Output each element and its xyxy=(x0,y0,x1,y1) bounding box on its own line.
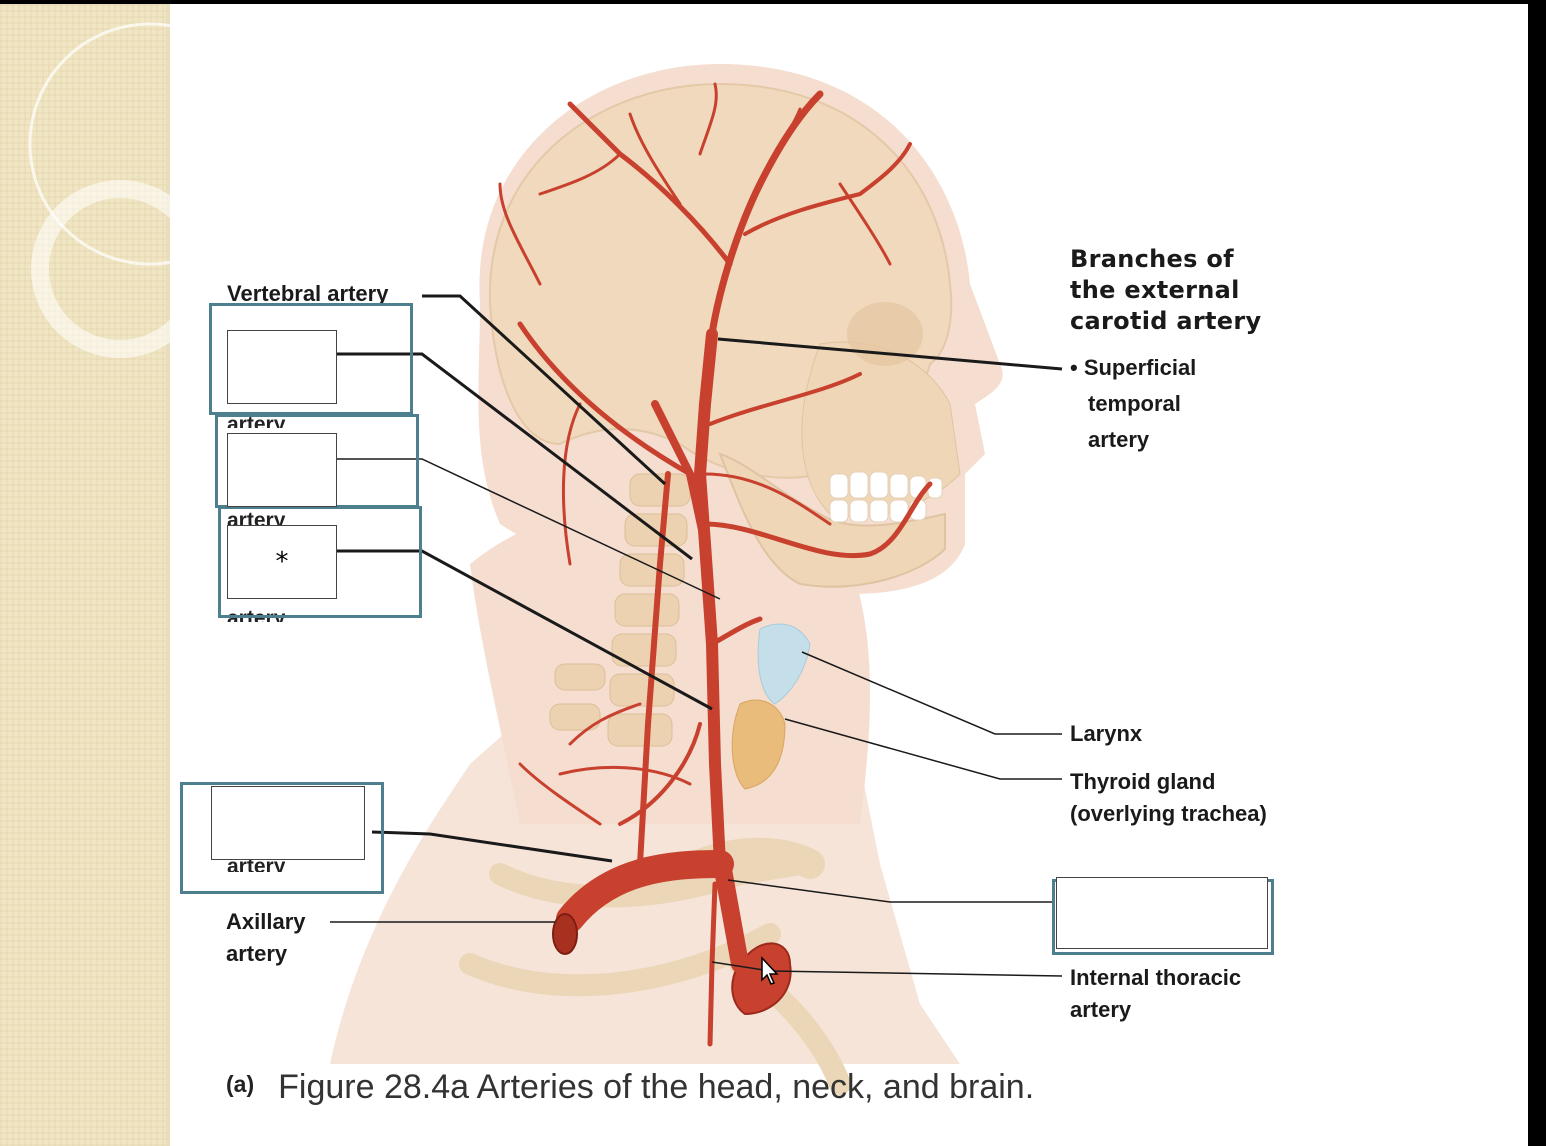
vertebral-artery-label: Vertebral artery xyxy=(227,281,389,306)
leader-lines xyxy=(330,294,1063,977)
axillary-cut-end xyxy=(552,913,578,955)
cervical-spine xyxy=(549,473,691,747)
answer-box-4[interactable] xyxy=(211,786,365,860)
hidden-fragment-2: artery xyxy=(227,510,286,528)
superficial-line-2: temporal xyxy=(1088,391,1181,416)
decorative-rings xyxy=(28,22,272,358)
caption-text: Figure 28.4a Arteries of the head, neck,… xyxy=(278,1068,1035,1106)
superficial-line-3: artery xyxy=(1088,427,1150,452)
larynx-label: Larynx xyxy=(1070,721,1143,746)
superficial-line-1: • Superficial xyxy=(1070,355,1197,380)
thyroid-line-2: (overlying trachea) xyxy=(1070,801,1267,826)
axillary-artery-label: Axillary artery xyxy=(226,906,306,970)
axillary-line-2: artery xyxy=(226,941,288,966)
internal-thoracic-line-1: Internal thoracic xyxy=(1070,965,1242,990)
external-carotid-heading: Branches of the external carotid artery xyxy=(1070,244,1261,337)
figure-caption: (a) Figure 28.4a Arteries of the head, ne… xyxy=(226,1068,1034,1107)
larynx-cartilage xyxy=(757,623,811,705)
thyroid-gland xyxy=(731,699,786,790)
anatomy-illustration xyxy=(28,22,1063,1095)
caption-part-label: (a) xyxy=(226,1071,255,1097)
teeth xyxy=(829,471,943,523)
internal-thoracic-line-2: artery xyxy=(1070,997,1132,1022)
answer-frame-1 xyxy=(209,303,413,415)
heading-line-2: the external xyxy=(1070,276,1240,304)
heading-line-3: carotid artery xyxy=(1070,307,1262,335)
hidden-fragment-1: artery xyxy=(227,414,286,428)
thyroid-gland-label: Thyroid gland (overlying trachea) xyxy=(1070,766,1267,830)
answer-box-1[interactable] xyxy=(227,330,337,404)
axillary-line-1: Axillary xyxy=(226,909,306,934)
cursor-icon xyxy=(761,956,779,985)
answer-box-5[interactable] xyxy=(1056,877,1268,949)
artery-network xyxy=(498,82,933,1047)
hidden-fragment-4: artery xyxy=(227,856,286,872)
superficial-temporal-label: • Superficial temporal artery xyxy=(1070,350,1196,458)
answer-frame-4 xyxy=(180,782,384,894)
band-edge xyxy=(166,4,170,1146)
orbit xyxy=(847,302,923,366)
heading-line-1: Branches of xyxy=(1070,245,1234,273)
answer-box-3[interactable]: * xyxy=(227,525,337,599)
internal-thoracic-label: Internal thoracic artery xyxy=(1070,962,1241,1026)
slide: Branches of the external carotid artery … xyxy=(0,4,1528,1146)
answer-box-2[interactable] xyxy=(227,433,337,507)
answer-frame-3 xyxy=(218,506,422,618)
thyroid-line-1: Thyroid gland xyxy=(1070,769,1216,794)
